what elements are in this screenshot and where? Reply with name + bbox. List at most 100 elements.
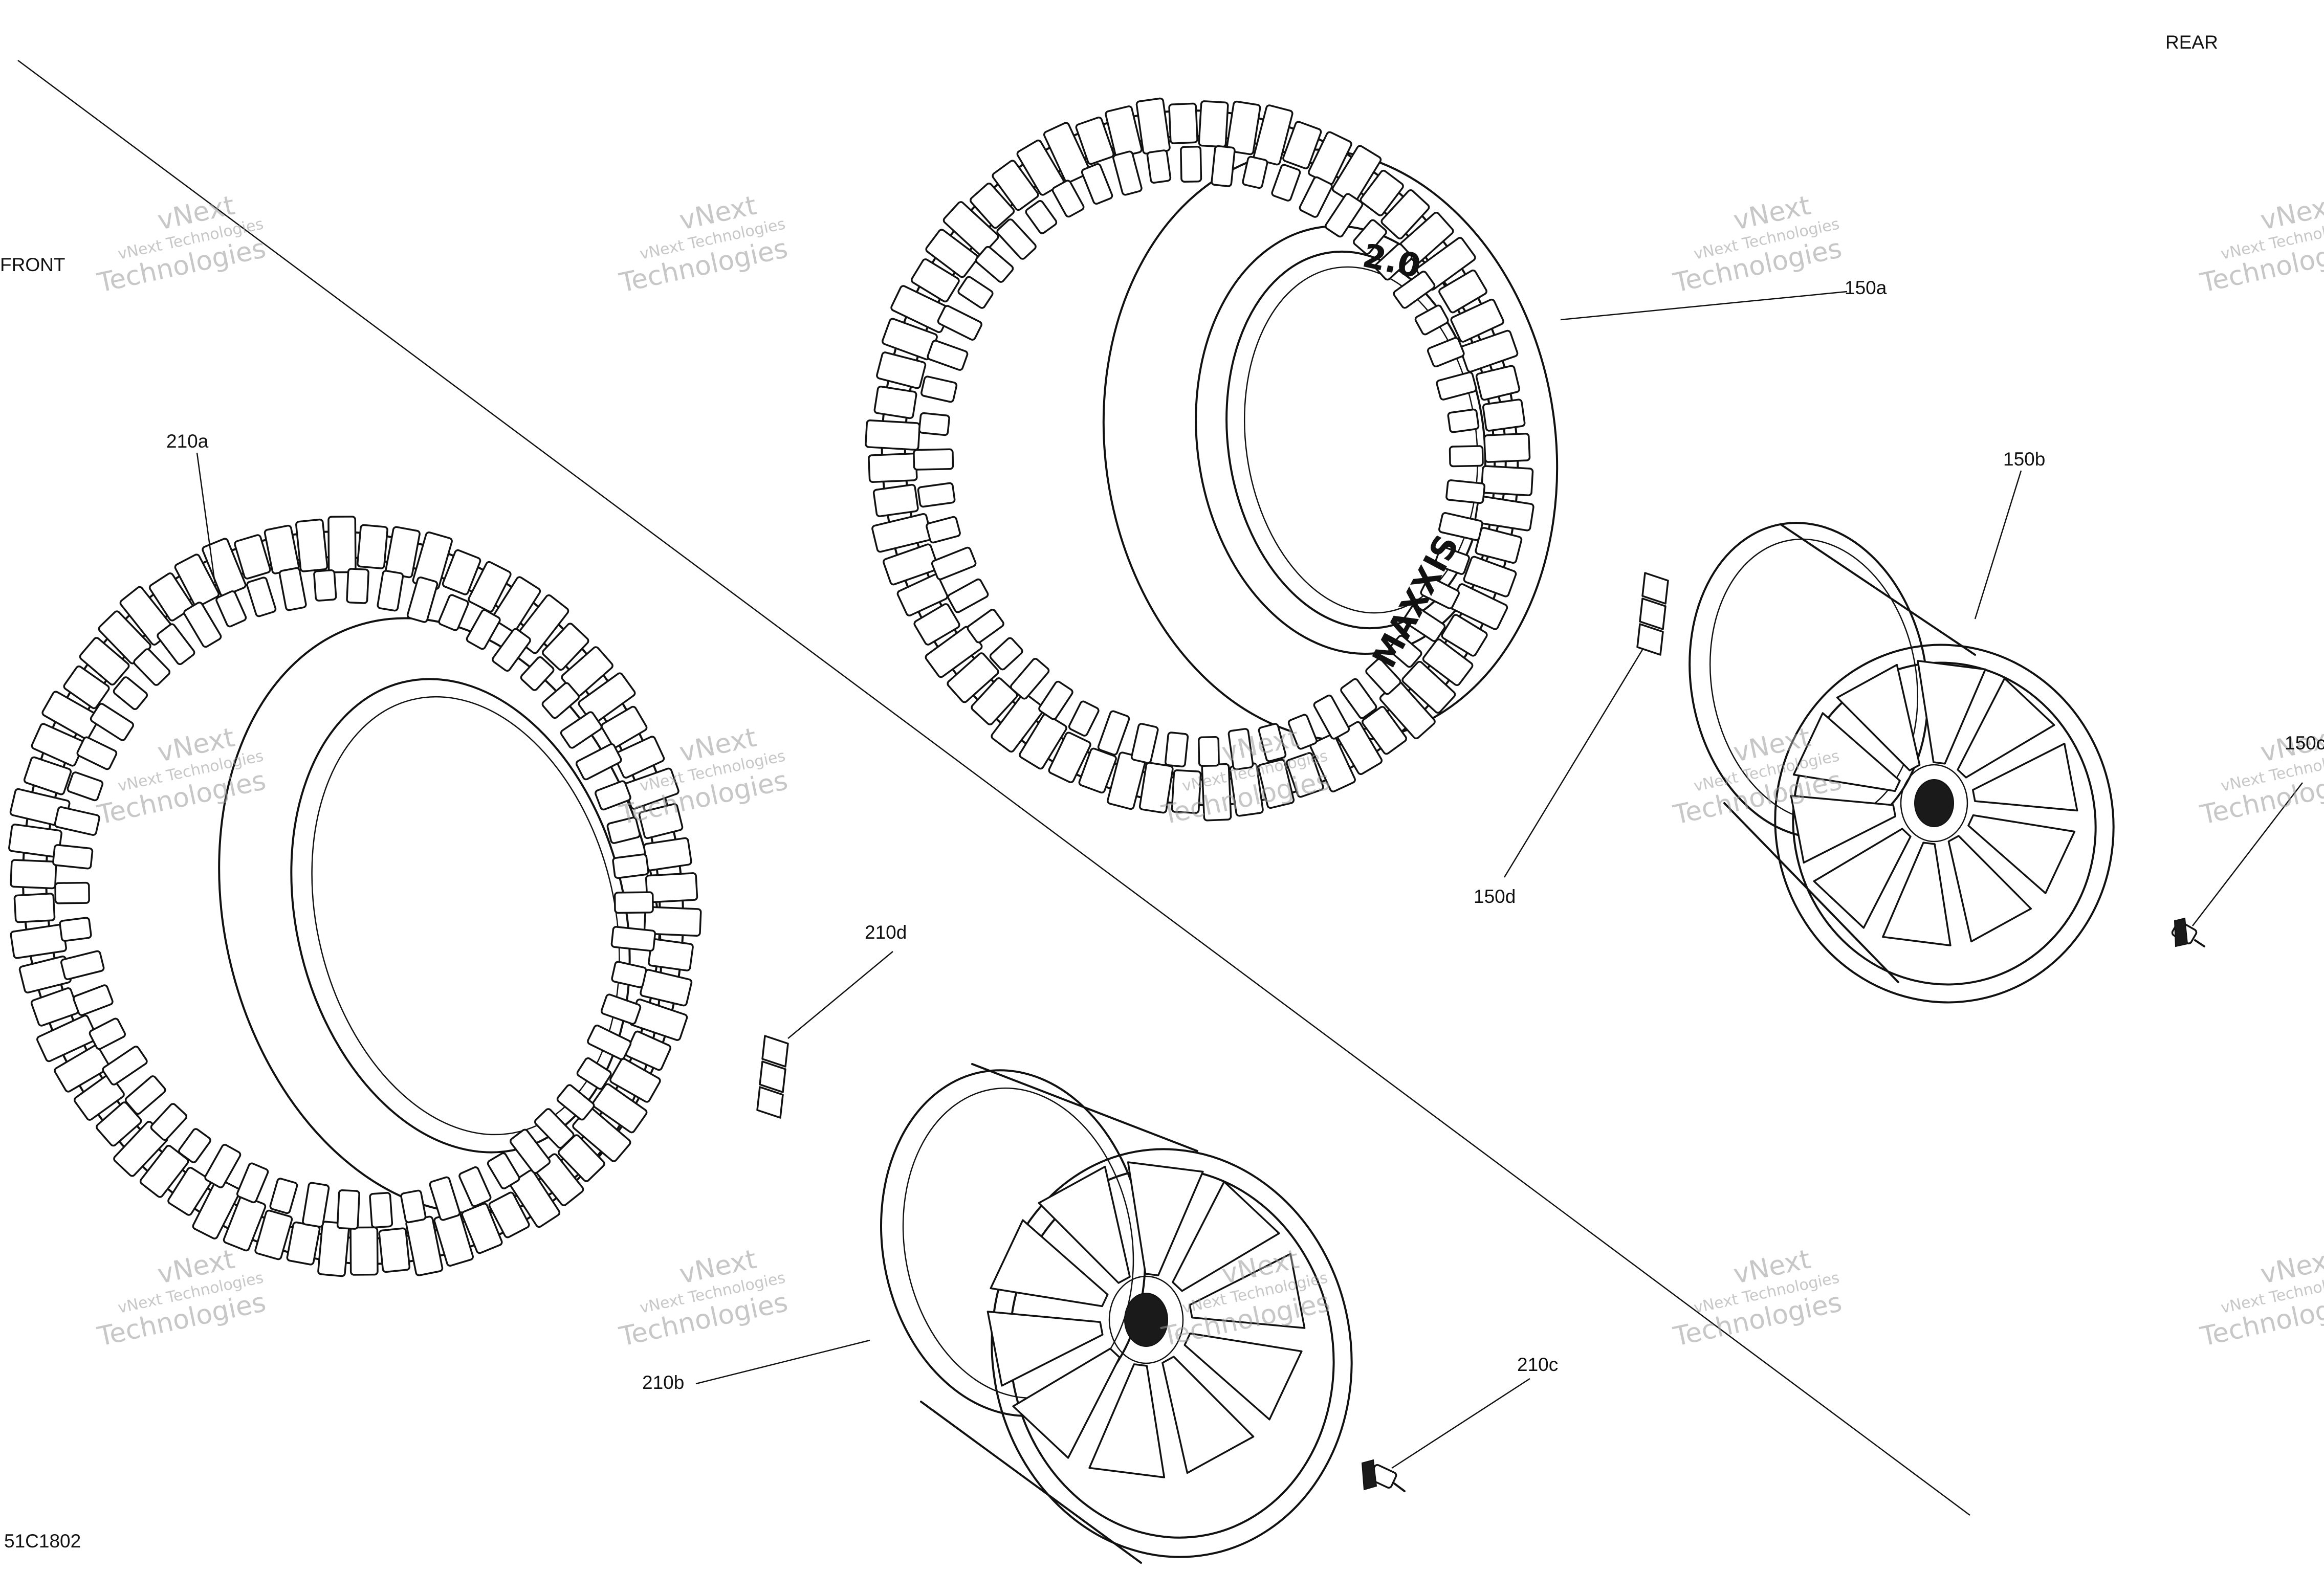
tread-lug [157, 623, 195, 666]
tread-lug [1271, 164, 1301, 202]
tread-lug [269, 1178, 298, 1214]
tread-lug [1438, 512, 1483, 541]
tread-lug [79, 637, 130, 686]
tread-lug [917, 482, 956, 508]
tread-lug [1393, 271, 1436, 309]
tread-lug [591, 1083, 648, 1134]
tread-lug [937, 305, 982, 341]
tread-lug [575, 743, 622, 781]
leader-150a [1560, 291, 1848, 321]
tread-lug [1075, 116, 1114, 165]
tread-lug [377, 570, 404, 612]
tread-lug [1171, 769, 1202, 814]
callout-210d: 210d [865, 922, 907, 943]
tread-lug [1401, 660, 1456, 714]
tread-lug [1198, 100, 1229, 148]
tread-lug [1422, 638, 1474, 687]
leader-210d [787, 951, 893, 1039]
tread-lug [601, 705, 648, 748]
tread-lug [1138, 762, 1174, 814]
tread-lug [1164, 732, 1189, 768]
tread-lug [234, 534, 271, 580]
tread-lug [313, 569, 337, 602]
tread-lug [178, 1128, 211, 1163]
tread-lug [1038, 680, 1073, 720]
tread-lug [492, 576, 541, 632]
tread-lug [1309, 733, 1356, 792]
tread-lug [611, 961, 647, 988]
tread-lug [1374, 243, 1413, 281]
leader-150d [1503, 649, 1643, 878]
tread-lug [947, 652, 999, 703]
tread-lug [576, 1057, 612, 1090]
tread-lug [1331, 145, 1382, 204]
section-divider-line [17, 59, 1970, 1516]
front-tire-tread [8, 516, 702, 1277]
tread-lug [613, 891, 654, 914]
tread-lug [967, 609, 1004, 644]
rear-wheel [1689, 522, 2115, 1004]
tread-lug [1447, 408, 1480, 433]
tread-lug [1025, 200, 1058, 234]
tread-lug [920, 375, 958, 403]
tread-lug [1402, 604, 1446, 642]
tread-lug [492, 628, 531, 672]
tread-lug [913, 448, 954, 471]
tread-lug [73, 984, 114, 1016]
tread-lug [52, 844, 94, 870]
callout-150b: 150b [2003, 449, 2045, 470]
wheel-spoke [1790, 794, 1897, 864]
tread-lug [957, 276, 994, 309]
tread-lug [1198, 736, 1220, 767]
tread-lug [609, 1058, 661, 1103]
tread-lug [1434, 546, 1470, 575]
front-wheel-spokes [986, 1161, 1306, 1478]
tread-lug [918, 412, 950, 436]
wheel-spoke [1917, 660, 1986, 765]
tread-lug [54, 881, 90, 904]
tread-lug [1019, 713, 1067, 770]
tread-lug [1325, 193, 1364, 238]
tread-lug [556, 1084, 595, 1121]
wheel-spoke [1172, 1181, 1280, 1292]
tread-lug [1365, 658, 1401, 695]
tread-lug [612, 853, 649, 879]
tread-lug [1078, 747, 1117, 794]
tread-lug [1459, 329, 1519, 373]
wheel-spoke [1189, 1253, 1306, 1329]
wheel-spoke [1088, 1363, 1166, 1478]
rear-valve-stem [2171, 917, 2205, 947]
wheel-spoke [1792, 712, 1901, 792]
tread-lug [1449, 445, 1484, 468]
tread-lug [975, 246, 1014, 283]
wheel-spoke [1183, 1332, 1303, 1421]
tread-lug [1225, 100, 1261, 156]
callout-150d: 150d [1474, 886, 1516, 907]
callout-150c: 150c [2285, 733, 2324, 754]
tread-lug [1388, 635, 1422, 668]
tread-lug [643, 906, 702, 937]
tread-lug [8, 824, 62, 858]
tread-lug [896, 573, 949, 616]
tread-lug [461, 1203, 503, 1254]
tread-lug [595, 780, 631, 811]
tread-lug [1299, 176, 1333, 218]
tread-lug [13, 893, 56, 923]
wheel-spoke [1161, 1356, 1255, 1474]
tread-lug [992, 160, 1039, 211]
tread-lug [167, 1167, 212, 1216]
tread-lug [1353, 219, 1387, 255]
tread-lug [587, 1024, 632, 1060]
tread-lug [1146, 149, 1172, 184]
tread-lug [278, 567, 307, 611]
tread-lug [36, 1014, 98, 1062]
tread-lug [865, 419, 920, 451]
tread-lug [346, 568, 369, 604]
tread-lug [1414, 304, 1449, 336]
